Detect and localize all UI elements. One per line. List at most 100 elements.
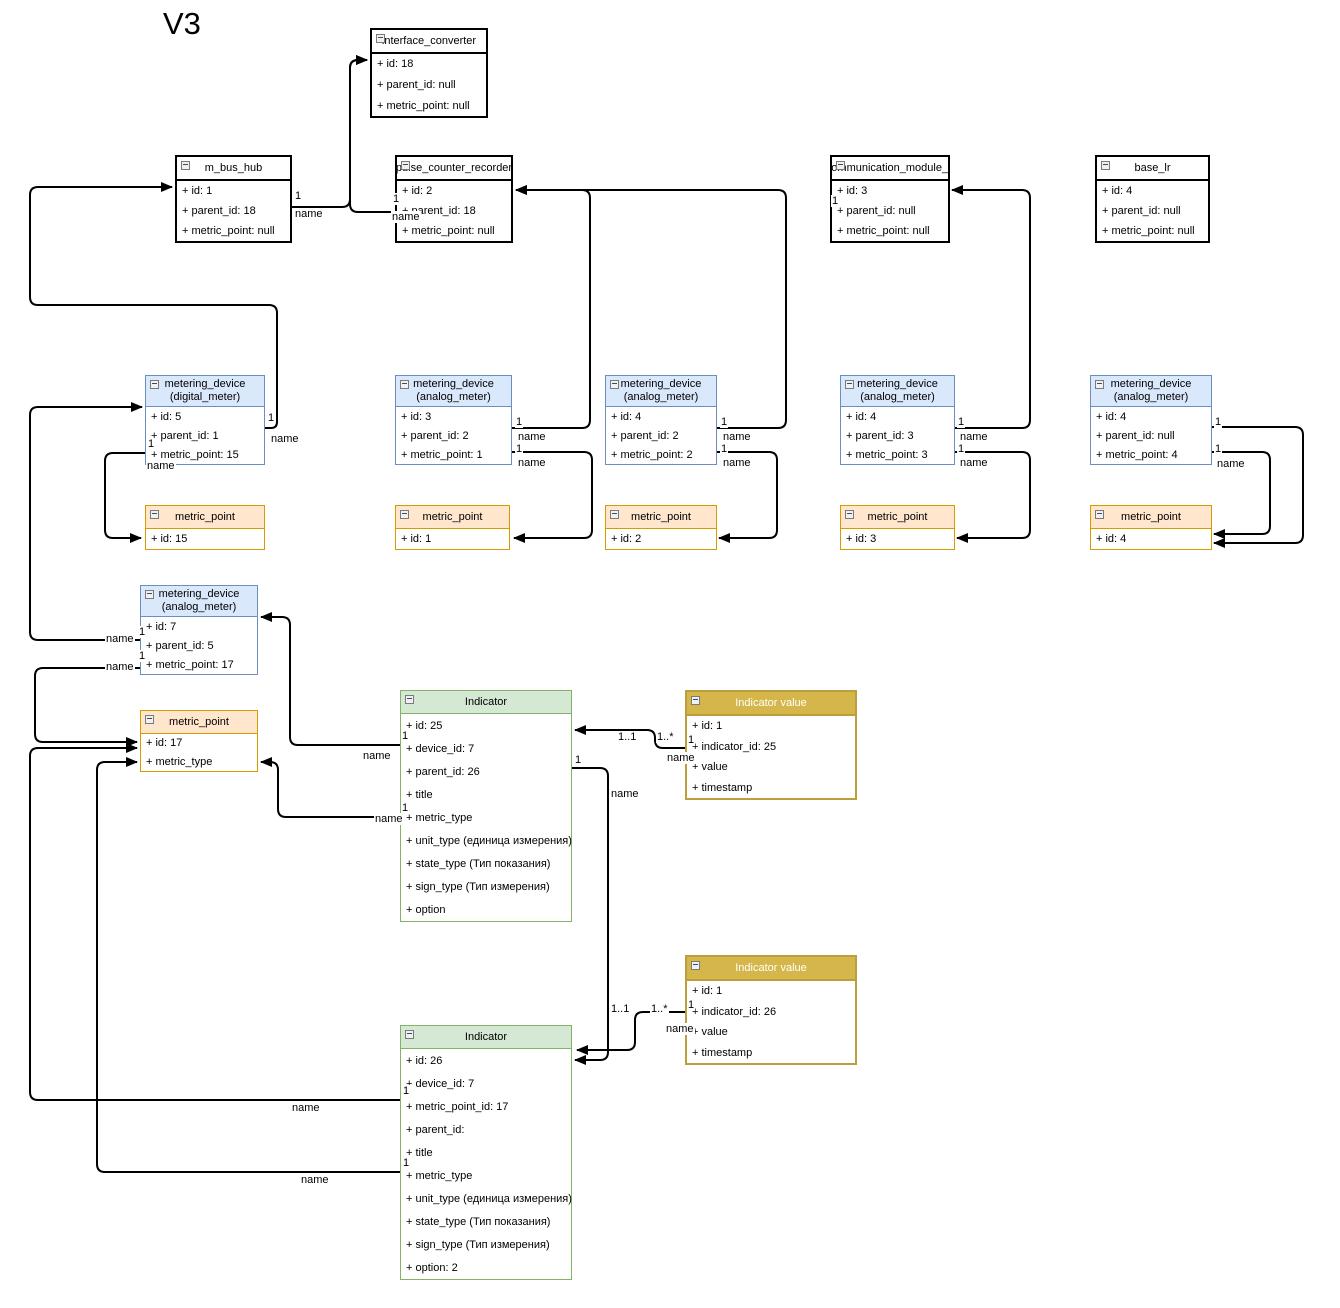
entity-row[interactable]: + metric_type bbox=[146, 755, 213, 768]
entity-row[interactable]: + id: 1 bbox=[692, 720, 723, 733]
entity-m-bus-hub[interactable]: m_bus_hub+ id: 1+ parent_id: 18+ metric_… bbox=[175, 155, 292, 243]
entity-row[interactable]: + state_type (Тип показания) bbox=[406, 857, 551, 870]
entity-row[interactable]: + metric_point: null bbox=[837, 225, 930, 237]
entity-row[interactable]: + unit_type (единица измерения) bbox=[406, 1192, 572, 1205]
entity-row[interactable]: + indicator_id: 25 bbox=[692, 740, 777, 753]
entity-row[interactable]: + metric_point: null bbox=[377, 99, 470, 112]
entity-metering-device-analog-4b[interactable]: metering_device(analog_meter)+ id: 4+ pa… bbox=[840, 375, 955, 465]
edge-label[interactable]: 1..1 bbox=[610, 1003, 631, 1015]
entity-row[interactable]: + metric_point: 1 bbox=[401, 448, 483, 461]
edge-label[interactable]: 1 bbox=[720, 416, 729, 428]
entity-metric-point-3[interactable]: metric_point+ id: 3 bbox=[840, 505, 955, 550]
edge-label[interactable]: 1..* bbox=[656, 731, 675, 743]
entity-row[interactable]: + id: 7 bbox=[146, 620, 177, 633]
entity-communication-module-lr[interactable]: communication_module_lr+ id: 3+ parent_i… bbox=[830, 155, 950, 243]
entity-row[interactable]: + metric_point: 3 bbox=[846, 448, 928, 461]
collapse-minus-icon[interactable] bbox=[845, 510, 854, 519]
entity-metric-point-4[interactable]: metric_point+ id: 4 bbox=[1090, 505, 1212, 550]
entity-indicator-26[interactable]: Indicator+ id: 26+ device_id: 7+ metric_… bbox=[400, 1025, 572, 1280]
entity-row[interactable]: + metric_type bbox=[406, 811, 473, 824]
edge-label[interactable]: name bbox=[105, 661, 135, 673]
collapse-minus-icon[interactable] bbox=[376, 34, 385, 43]
entity-row[interactable]: + metric_type bbox=[406, 1169, 473, 1182]
entity-row[interactable]: + title bbox=[406, 788, 433, 801]
edge-label[interactable]: 1 bbox=[147, 438, 156, 450]
edge-label[interactable]: name bbox=[270, 433, 300, 445]
edge-label[interactable]: 1 bbox=[957, 416, 966, 428]
collapse-minus-icon[interactable] bbox=[610, 510, 619, 519]
edge-label[interactable]: 1 bbox=[687, 734, 696, 746]
edge-label[interactable]: 1 bbox=[831, 195, 840, 207]
relation-edge-indicator26-mtype-to-metric_point_17[interactable] bbox=[96, 757, 400, 1173]
entity-row[interactable]: + metric_point: null bbox=[182, 225, 275, 237]
relation-edge-analog7-parent-to-digital5[interactable] bbox=[29, 402, 143, 641]
edge-label[interactable]: 1 bbox=[515, 416, 524, 428]
entity-row[interactable]: + parent_id: 2 bbox=[401, 429, 469, 442]
relation-edge-indicator26-mpid-to-metric_point_17[interactable] bbox=[29, 743, 400, 1101]
entity-row[interactable]: + metric_point_id: 17 bbox=[406, 1100, 509, 1113]
edge-label[interactable]: name bbox=[722, 431, 752, 443]
entity-row[interactable]: + id: 4 bbox=[1102, 185, 1133, 197]
entity-metering-device-analog-3[interactable]: metering_device(analog_meter)+ id: 3+ pa… bbox=[395, 375, 512, 465]
entity-row[interactable]: + parent_id: bbox=[406, 1123, 465, 1136]
entity-row[interactable]: + id: 4 bbox=[846, 410, 877, 423]
collapse-minus-icon[interactable] bbox=[1095, 380, 1104, 389]
entity-row[interactable]: + id: 2 bbox=[402, 185, 433, 197]
edge-label[interactable]: name bbox=[665, 1023, 695, 1035]
edge-label[interactable]: 1 bbox=[574, 754, 583, 766]
edge-label[interactable]: name bbox=[391, 211, 421, 223]
entity-row[interactable]: + value bbox=[692, 1026, 728, 1039]
entity-row[interactable]: + id: 15 bbox=[151, 533, 188, 545]
edge-label[interactable]: name bbox=[1216, 458, 1246, 470]
entity-row[interactable]: + id: 3 bbox=[401, 410, 432, 423]
collapse-minus-icon[interactable] bbox=[691, 961, 700, 970]
collapse-minus-icon[interactable] bbox=[845, 380, 854, 389]
collapse-minus-icon[interactable] bbox=[610, 380, 619, 389]
edge-label[interactable]: 1 bbox=[957, 443, 966, 455]
entity-row[interactable]: + parent_id: 2 bbox=[611, 429, 679, 442]
entity-row[interactable]: + metric_point: null bbox=[402, 225, 495, 237]
entity-row[interactable]: + id: 18 bbox=[377, 58, 414, 71]
edge-label[interactable]: 1 bbox=[1214, 416, 1223, 428]
entity-row[interactable]: + id: 3 bbox=[837, 185, 868, 197]
entity-row[interactable]: + id: 3 bbox=[846, 533, 877, 545]
entity-metric-point-2[interactable]: metric_point+ id: 2 bbox=[605, 505, 717, 550]
entity-row[interactable]: + metric_point: 4 bbox=[1096, 448, 1178, 461]
entity-row[interactable]: + parent_id: 26 bbox=[406, 765, 480, 778]
edge-label[interactable]: 1 bbox=[402, 1085, 411, 1097]
entity-row[interactable]: + id: 5 bbox=[151, 410, 182, 423]
edge-label[interactable]: 1..* bbox=[650, 1003, 669, 1015]
collapse-minus-icon[interactable] bbox=[145, 590, 154, 599]
entity-row[interactable]: + parent_id: null bbox=[1102, 205, 1181, 217]
entity-row[interactable]: + timestamp bbox=[692, 781, 753, 794]
edge-label[interactable]: 1..1 bbox=[617, 731, 638, 743]
entity-row[interactable]: + unit_type (единица измерения) bbox=[406, 834, 572, 847]
entity-row[interactable]: + metric_point: 15 bbox=[151, 448, 239, 461]
collapse-minus-icon[interactable] bbox=[150, 380, 159, 389]
edge-label[interactable]: name bbox=[517, 431, 547, 443]
relation-edge-analog7-to-metric_point_17[interactable] bbox=[34, 667, 140, 747]
entity-row[interactable]: + id: 4 bbox=[1096, 533, 1127, 545]
entity-row[interactable]: + metric_point: 2 bbox=[611, 448, 693, 461]
relation-edge-m_bus_hub-to-interface_converter[interactable] bbox=[292, 55, 368, 208]
edge-label[interactable]: 1 bbox=[138, 650, 147, 662]
entity-row[interactable]: + parent_id: 18 bbox=[182, 205, 256, 217]
edge-label[interactable]: name bbox=[959, 431, 989, 443]
collapse-minus-icon[interactable] bbox=[181, 161, 190, 170]
edge-label[interactable]: name bbox=[146, 460, 176, 472]
collapse-minus-icon[interactable] bbox=[405, 1030, 414, 1039]
entity-row[interactable]: + parent_id: null bbox=[1096, 429, 1175, 442]
edge-label[interactable]: 1 bbox=[138, 626, 147, 638]
edge-label[interactable]: 1 bbox=[687, 999, 696, 1011]
entity-row[interactable]: + parent_id: null bbox=[377, 79, 456, 91]
entity-row[interactable]: + parent_id: 5 bbox=[146, 639, 214, 652]
edge-label[interactable]: name bbox=[610, 788, 640, 800]
entity-row[interactable]: + parent_id: 1 bbox=[151, 429, 219, 442]
entity-row[interactable]: + metric_point: 17 bbox=[146, 658, 234, 671]
entity-row[interactable]: + id: 1 bbox=[692, 985, 723, 998]
entity-row[interactable]: + id: 26 bbox=[406, 1054, 443, 1067]
entity-metering-device-analog-4c[interactable]: metering_device(analog_meter)+ id: 4+ pa… bbox=[1090, 375, 1212, 465]
entity-metering-device-analog-7[interactable]: metering_device(analog_meter)+ id: 7+ pa… bbox=[140, 585, 258, 675]
entity-row[interactable]: + id: 17 bbox=[146, 737, 183, 750]
relation-edge-digital5-to-metric_point_15[interactable] bbox=[104, 452, 145, 543]
